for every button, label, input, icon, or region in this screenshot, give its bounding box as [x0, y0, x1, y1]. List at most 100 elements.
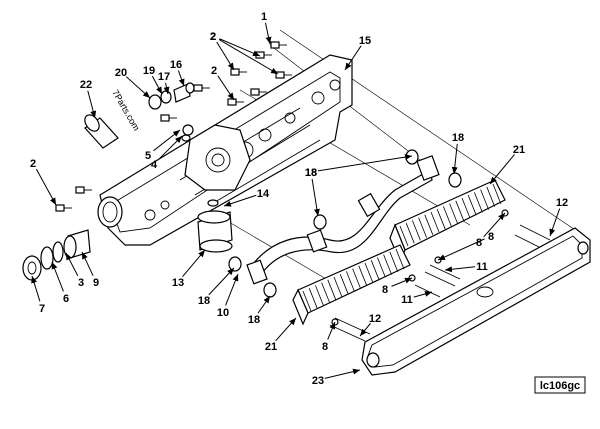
bolt [160, 114, 177, 122]
cooler-fin [486, 186, 496, 207]
callout-number: 4 [151, 159, 158, 171]
bolt [227, 98, 244, 106]
cooler-fin [346, 271, 355, 292]
bolt [275, 71, 292, 79]
cooler-fin [405, 223, 415, 244]
cooler-fin [352, 268, 361, 289]
callout-leader-line [219, 38, 261, 57]
cooler-fin [308, 288, 318, 309]
callout-number: 8 [476, 237, 482, 249]
callout-leader-line [223, 194, 257, 207]
cooler-fin [418, 217, 427, 238]
callout-number: 12 [556, 197, 568, 209]
callout-leader-line [257, 295, 271, 314]
callout-leader-line [264, 22, 272, 45]
bolt [270, 41, 287, 49]
callout-leader-line [483, 212, 506, 238]
cooler-fin [370, 260, 380, 281]
callout-number: 10 [217, 307, 229, 319]
cooler-fin [474, 192, 483, 213]
figure-id-label: lc106gc [540, 380, 580, 392]
callout-leader-line [151, 75, 163, 95]
callout-number: 22 [80, 79, 92, 91]
cooler-fin [443, 206, 452, 227]
gaskets [228, 149, 462, 298]
callout-number: 11 [401, 294, 413, 306]
callout-number: 2 [210, 31, 216, 43]
callout-number: 6 [63, 293, 69, 305]
cooler-fin [492, 183, 502, 205]
callout-leader-line [51, 261, 64, 292]
callout-leader-line [65, 252, 79, 277]
gasket-plate [361, 227, 591, 376]
callout-number: 17 [158, 71, 170, 83]
callout-number: 2 [211, 65, 217, 77]
cooler-fin [395, 248, 405, 270]
cooler-fin [461, 197, 471, 219]
coolant-tubes [246, 155, 440, 285]
cooler-fin [399, 225, 409, 247]
figure-id-box: lc106gc [534, 376, 586, 394]
callout-leader-line [217, 75, 235, 101]
cooler-fin [424, 214, 434, 235]
callout-number: 18 [452, 132, 464, 144]
bolt [55, 204, 72, 212]
callout-leader-line [163, 82, 170, 95]
callout-number: 18 [305, 167, 317, 179]
cooler-fin [339, 274, 349, 295]
bolt [230, 68, 247, 76]
cooler-core-upper [389, 179, 506, 264]
callout-number: 5 [145, 150, 151, 162]
cooler-fin [480, 189, 489, 210]
callout-leader-line [444, 266, 476, 273]
cooler-fin [377, 257, 386, 278]
cooler-fin [455, 200, 465, 221]
oil-cooler-housing [97, 54, 353, 246]
callout-leader-line [327, 321, 336, 340]
callout-number: 23 [312, 375, 324, 387]
callout-number: 9 [93, 277, 99, 289]
callout-leader-line [359, 323, 371, 337]
callout-number: 19 [143, 65, 155, 77]
callout-number: 18 [248, 314, 260, 326]
callout-number: 8 [382, 284, 388, 296]
callout-number: 16 [170, 59, 182, 71]
cooler-fin [327, 279, 337, 300]
callout-number: 18 [198, 295, 210, 307]
callout-number: 18 [305, 167, 317, 179]
callout-leader-line [311, 178, 320, 217]
callout-leader-line [225, 273, 239, 306]
cooler-fin [364, 262, 374, 284]
cooler-fin [383, 254, 392, 275]
callout-number: 12 [369, 313, 381, 325]
callout-leader-line [391, 277, 413, 287]
cooler-fin [449, 203, 458, 224]
cooler-core-lower [292, 244, 411, 326]
callout-leader-line [218, 39, 279, 75]
callout-leader-line [489, 154, 515, 185]
cooler-fin [430, 211, 440, 233]
callout-leader-line [177, 70, 185, 87]
bolt [250, 88, 267, 96]
bolt [75, 186, 92, 194]
callout-number: 21 [513, 144, 525, 156]
bolt [193, 84, 210, 92]
callout-number: 3 [78, 277, 84, 289]
callout-number: 1 [261, 11, 267, 23]
relief-valve-parts [148, 82, 195, 142]
callout-leader-line [87, 90, 97, 119]
callout-number: 21 [265, 341, 277, 353]
callout-number: 2 [30, 158, 36, 170]
callout-number: 7 [39, 303, 45, 315]
cooler-fin [412, 220, 421, 241]
cooler-fin [333, 276, 343, 298]
cooler-fin [467, 195, 477, 216]
callout-leader-line [413, 290, 433, 298]
callout-number: 2 [210, 31, 216, 43]
callout-leader-line [182, 249, 206, 277]
cooler-fin [389, 251, 399, 272]
callout-leader-line [549, 208, 561, 237]
cooler-fin [302, 290, 312, 312]
callout-leader-line [317, 154, 413, 172]
